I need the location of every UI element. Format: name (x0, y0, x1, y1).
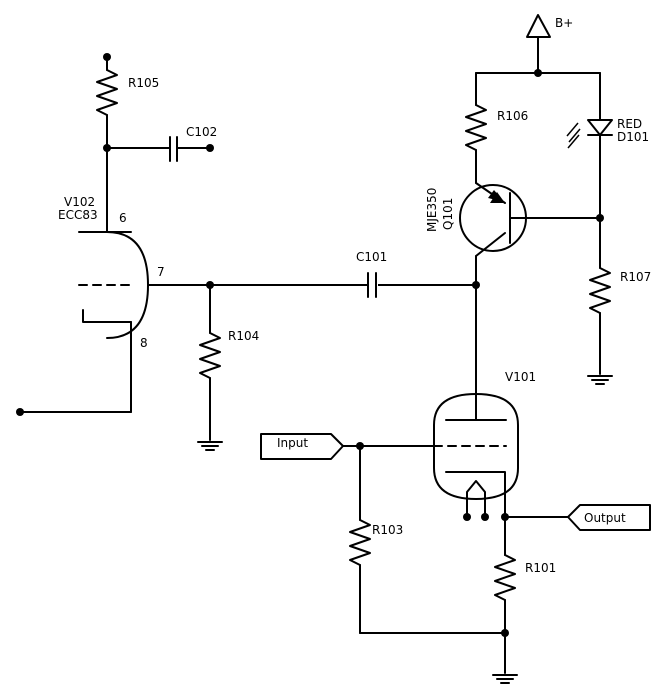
red-label: RED (617, 117, 642, 131)
led-icon (566, 119, 613, 149)
resistor-r104: R104 (197, 281, 259, 451)
transistor-q101: MJE350 Q101 (425, 182, 601, 286)
c102-label: C102 (186, 125, 217, 139)
tube-v102: V102 ECC83 6 7 8 (16, 195, 477, 416)
r103-label: R103 (372, 523, 403, 537)
triode-tube-icon (78, 231, 149, 339)
resistor-icon (465, 104, 487, 151)
r104-label: R104 (228, 329, 259, 343)
triode-tube-icon (433, 393, 519, 521)
ground-icon (197, 441, 223, 451)
capacitor-icon (367, 272, 377, 298)
resistor-icon (494, 554, 516, 601)
resistor-r107: R107 (587, 267, 651, 385)
capacitor-icon (169, 136, 178, 162)
mje350-label: MJE350 (425, 188, 439, 232)
r105-label: R105 (128, 76, 159, 90)
capacitor-c102: C102 (103, 125, 217, 162)
pin6-label: 6 (119, 211, 127, 225)
v102-label: V102 (64, 195, 95, 209)
v101-label: V101 (505, 370, 536, 384)
c101-label: C101 (356, 250, 387, 264)
resistor-r103: R103 (349, 445, 506, 634)
pin8-label: 8 (140, 336, 148, 350)
d101-label: D101 (617, 130, 649, 144)
q101-label: Q101 (441, 198, 455, 230)
resistor-icon (349, 519, 371, 566)
resistor-r101: R101 (492, 516, 556, 684)
bplus-label: B+ (555, 16, 573, 30)
bplus-supply: B+ (475, 14, 601, 77)
pin7-label: 7 (157, 265, 165, 279)
ground-icon (587, 375, 613, 385)
resistor-r105: R105 (96, 53, 159, 233)
r106-label: R106 (497, 109, 528, 123)
supply-rail-icon (526, 14, 551, 38)
resistor-r106: R106 (465, 72, 528, 184)
ground-icon (492, 674, 518, 684)
output-port: Output (501, 504, 651, 531)
input-label: Input (277, 436, 308, 450)
pnp-transistor-icon (459, 182, 601, 257)
tube-v101: V101 (433, 281, 536, 521)
resistor-icon (96, 69, 118, 116)
ecc83-label: ECC83 (58, 208, 98, 222)
resistor-icon (199, 332, 221, 379)
r107-label: R107 (620, 270, 651, 284)
capacitor-c101: C101 (356, 250, 387, 300)
output-label: Output (584, 511, 626, 525)
led-d101: RED D101 (566, 72, 649, 269)
resistor-icon (589, 267, 611, 314)
r101-label: R101 (525, 561, 556, 575)
input-port: Input (260, 433, 435, 460)
